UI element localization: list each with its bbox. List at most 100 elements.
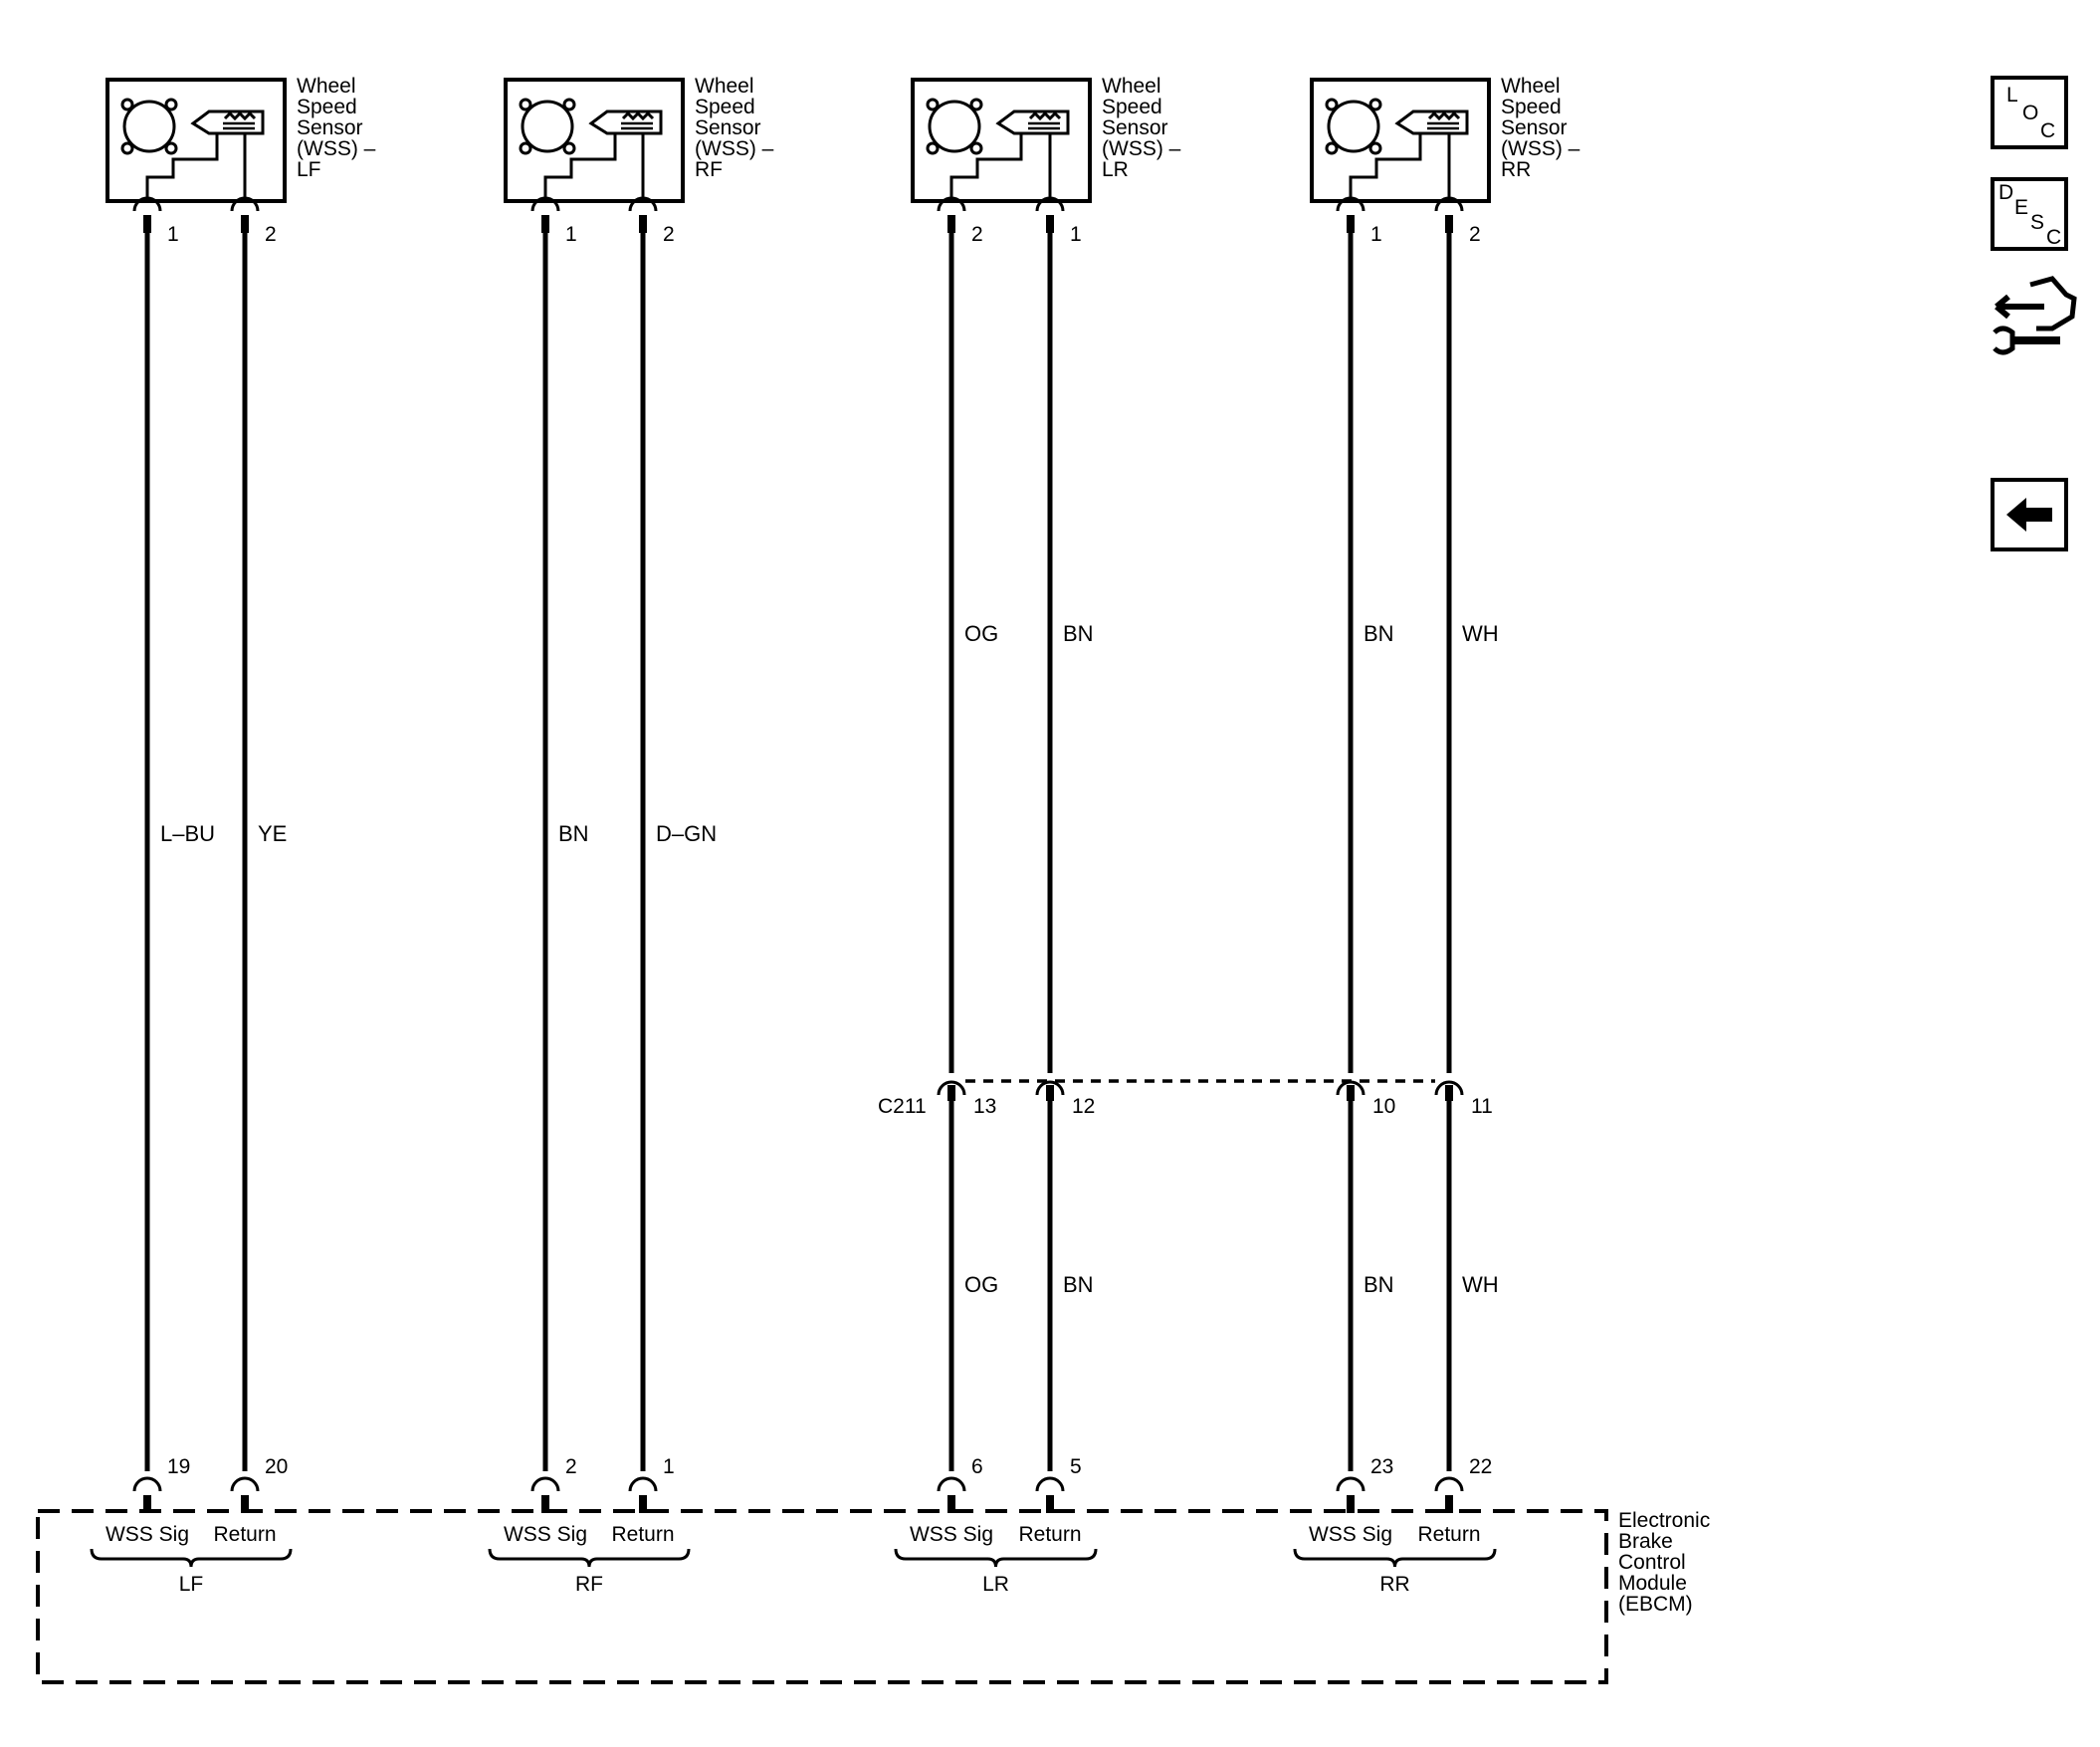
module-name-line: Control	[1618, 1551, 1686, 1574]
pickup-body	[190, 109, 265, 135]
hand-outline	[2029, 276, 2077, 331]
terminal-pin	[639, 215, 647, 233]
sensor-box	[1310, 78, 1491, 203]
terminal-arc	[628, 1476, 658, 1492]
wire-color-left-lower: OG	[964, 1272, 998, 1297]
terminal-pin	[1046, 215, 1054, 233]
c211-terminal-right	[1035, 1080, 1065, 1101]
module-pin-right: 20	[265, 1455, 288, 1478]
terminal-pin	[947, 1085, 955, 1101]
sensor-lug	[562, 141, 576, 155]
sensor-name-line: Sensor	[297, 116, 363, 139]
c211-pin-right: 11	[1471, 1095, 1493, 1118]
terminal-arc	[1336, 196, 1365, 212]
sensor-terminal-right	[1035, 196, 1065, 233]
terminal-arc	[937, 1080, 966, 1096]
sensor-name-line: (WSS) –	[297, 137, 376, 160]
sensor-name-line: Speed	[695, 96, 755, 118]
c211-terminal-right	[1434, 1080, 1464, 1101]
back-arrow-icon[interactable]	[1991, 478, 2068, 551]
terminal-arc	[230, 1476, 260, 1492]
wire-color-right: WH	[1462, 621, 1499, 646]
sensor-box	[911, 78, 1092, 203]
terminal-pin	[541, 215, 549, 233]
group-brace	[90, 1548, 293, 1568]
wheel-speed-sensor-icon	[926, 98, 1070, 199]
module-terminal-right	[1035, 1476, 1065, 1513]
c211-pin-left: 10	[1372, 1095, 1395, 1118]
module-name-line: Electronic	[1618, 1509, 1710, 1532]
module-label-right: Return	[611, 1523, 674, 1546]
sensor-circle	[928, 100, 981, 153]
sensor-name-line: Speed	[297, 96, 357, 118]
sensor-lug	[926, 141, 940, 155]
module-terminal-left	[937, 1476, 966, 1513]
sensor-pin-right: 1	[1070, 223, 1082, 246]
desc-letter: S	[2030, 211, 2044, 234]
pickup-body	[588, 109, 663, 135]
wire-color-left: BN	[558, 821, 589, 846]
terminal-arc	[1035, 1476, 1065, 1492]
module-name-line: Brake	[1618, 1530, 1673, 1553]
wrench-head	[1993, 326, 2015, 355]
c211-terminal-left	[937, 1080, 966, 1101]
wheel-speed-sensor-icon	[519, 98, 663, 199]
terminal-pin	[1445, 1085, 1453, 1101]
sensor-name-line: Wheel	[1102, 75, 1161, 98]
terminal-pin	[241, 1495, 249, 1513]
c211-pin-left: 13	[973, 1095, 996, 1118]
pickup-coil	[223, 110, 257, 121]
pickup-coil	[1427, 110, 1461, 121]
sensor-lug	[164, 98, 178, 111]
module-pin-right: 5	[1070, 1455, 1082, 1478]
sensor-pin-left: 1	[1370, 223, 1382, 246]
sensor-name-line: (WSS) –	[1102, 137, 1181, 160]
module-label-left: WSS Sig	[1309, 1523, 1392, 1546]
internal-wire-left	[543, 133, 617, 199]
wire-color-right: D–GN	[656, 821, 717, 846]
terminal-arc	[1434, 1080, 1464, 1096]
connector-repair-icon[interactable]	[1993, 276, 2077, 355]
sensor-terminal-right	[1434, 196, 1464, 233]
terminal-pin	[541, 1495, 549, 1513]
group-brace	[488, 1548, 691, 1568]
sensor-lug	[519, 98, 532, 111]
sensor-lug	[1325, 98, 1339, 111]
wire-color-right-lower: BN	[1063, 1272, 1094, 1297]
internal-wire-left	[1349, 133, 1422, 199]
module-pin-right: 22	[1469, 1455, 1492, 1478]
c211-label: C211	[878, 1095, 927, 1118]
terminal-pin	[1445, 215, 1453, 233]
module-pin-left: 23	[1370, 1455, 1393, 1478]
sensor-lug	[969, 98, 983, 111]
module-terminal-left	[530, 1476, 560, 1513]
terminal-arc	[132, 1476, 162, 1492]
sensor-name-line: RR	[1501, 158, 1531, 181]
module-label-right: Return	[213, 1523, 276, 1546]
module-label-left: WSS Sig	[105, 1523, 189, 1546]
sensor-name-line: (WSS) –	[1501, 137, 1580, 160]
terminal-pin	[1445, 1495, 1453, 1513]
module-label-right: Return	[1018, 1523, 1081, 1546]
terminal-pin	[143, 1495, 151, 1513]
module-terminal-left	[132, 1476, 162, 1513]
loc-icon[interactable]: LOC	[1991, 76, 2068, 149]
terminal-arc	[1434, 1476, 1464, 1492]
sensor-terminal-right	[628, 196, 658, 233]
loc-letter: C	[2040, 119, 2055, 142]
module-terminal-right	[628, 1476, 658, 1513]
terminal-arc	[530, 1476, 560, 1492]
desc-letter: E	[2014, 196, 2028, 219]
loc-letter: O	[2022, 102, 2038, 124]
sensor-terminal-right	[230, 196, 260, 233]
sensor-lug	[1325, 141, 1339, 155]
sensor-lug	[120, 141, 134, 155]
group-brace	[894, 1548, 1098, 1568]
module-terminal-right	[1434, 1476, 1464, 1513]
sensor-lug	[1368, 98, 1382, 111]
sensor-lug	[969, 141, 983, 155]
